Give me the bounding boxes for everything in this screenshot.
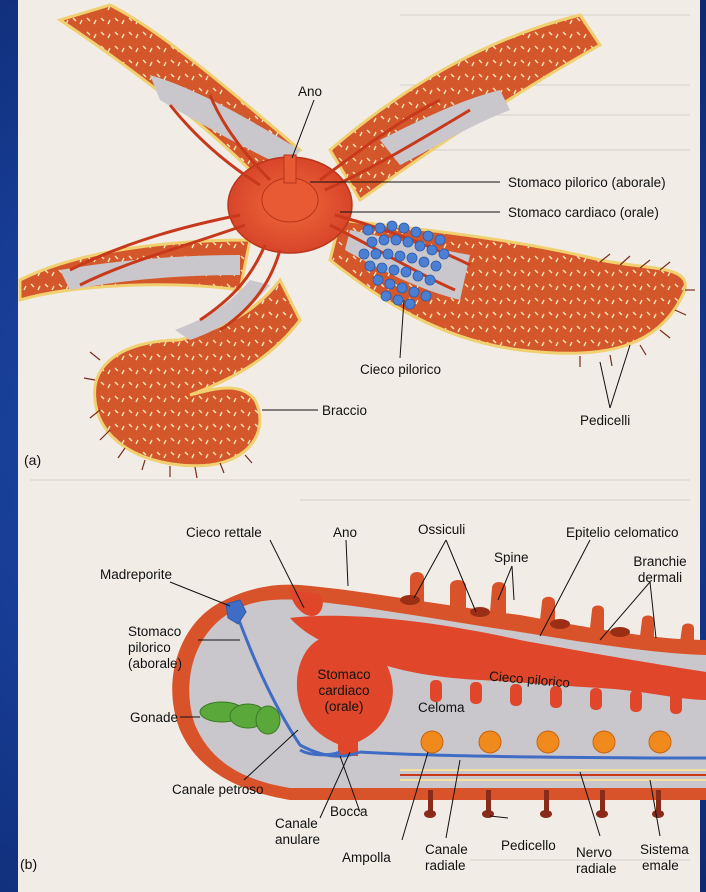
label-gonade: Gonade: [130, 710, 178, 725]
label-stomaco-pilorico-b-3: (aborale): [128, 656, 182, 671]
label-stomaco-cardiaco-b-2: cardiaco: [305, 683, 383, 698]
panel-label-b: (b): [20, 856, 37, 872]
label-nervo-radiale-2: radiale: [576, 861, 617, 876]
label-canale-radiale-1: Canale: [425, 842, 468, 857]
label-ossiculi: Ossiculi: [418, 522, 465, 537]
label-ampolla: Ampolla: [342, 850, 391, 865]
label-stomaco-cardiaco-b-1: Stomaco: [305, 667, 383, 682]
label-epitelio-celomatico: Epitelio celomatico: [566, 525, 679, 540]
label-pedicello: Pedicello: [501, 838, 556, 853]
label-ano-b: Ano: [333, 525, 357, 540]
label-celoma: Celoma: [418, 700, 465, 715]
label-madreporite: Madreporite: [100, 567, 172, 582]
label-stomaco-pilorico-b-2: pilorico: [128, 640, 171, 655]
label-canale-radiale-2: radiale: [425, 858, 466, 873]
label-stomaco-pilorico-b-1: Stomaco: [128, 624, 181, 639]
label-sistema-emale-2: emale: [642, 858, 679, 873]
label-spine: Spine: [494, 550, 529, 565]
label-cieco-rettale: Cieco rettale: [186, 525, 262, 540]
label-canale-anulare-1: Canale: [275, 816, 318, 831]
label-sistema-emale-1: Sistema: [640, 842, 689, 857]
label-branchie-dermali-2: dermali: [625, 570, 695, 585]
label-canale-petroso: Canale petroso: [172, 782, 264, 797]
label-branchie-dermali-1: Branchie: [625, 554, 695, 569]
label-nervo-radiale-1: Nervo: [576, 845, 612, 860]
label-bocca: Bocca: [330, 804, 368, 819]
label-canale-anulare-2: anulare: [275, 832, 320, 847]
label-stomaco-cardiaco-b-3: (orale): [305, 699, 383, 714]
